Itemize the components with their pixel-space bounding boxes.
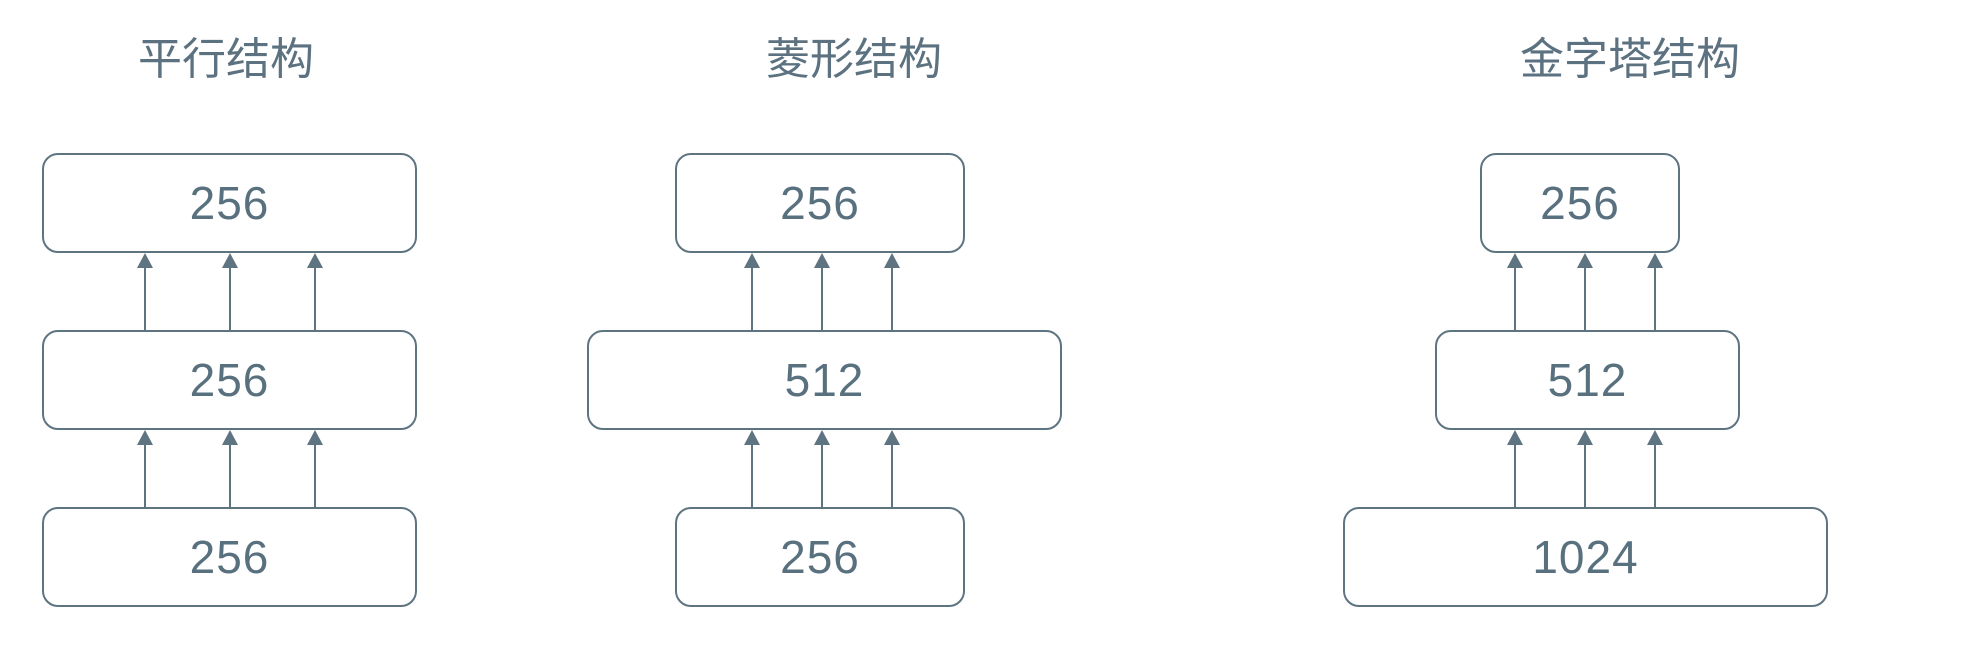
- arrow-shaft: [228, 445, 232, 507]
- arrow-shaft: [890, 268, 894, 330]
- up-arrow-icon: [1647, 430, 1663, 507]
- up-arrow-icon: [137, 430, 153, 507]
- layer-label: 256: [780, 531, 860, 583]
- arrow-shaft: [1513, 445, 1517, 507]
- arrow-head: [1577, 430, 1593, 445]
- up-arrow-icon: [744, 253, 760, 330]
- arrow-shaft: [820, 268, 824, 330]
- pyramid-layer-bottom: 1024: [1343, 507, 1828, 607]
- diamond-layer-top: 256: [675, 153, 965, 253]
- arrow-head: [222, 253, 238, 268]
- arrow-shaft: [1583, 268, 1587, 330]
- pyramid-layer-middle: 512: [1435, 330, 1740, 430]
- diagram-title-parallel: 平行结构: [138, 35, 314, 84]
- parallel-layer-bottom: 256: [42, 507, 417, 607]
- layer-label: 256: [189, 531, 270, 583]
- arrow-shaft: [750, 445, 754, 507]
- layer-label: 256: [189, 354, 270, 406]
- arrow-shaft: [1513, 268, 1517, 330]
- arrow-head: [814, 253, 830, 268]
- arrow-shaft: [1583, 445, 1587, 507]
- arrow-shaft: [750, 268, 754, 330]
- up-arrow-icon: [307, 430, 323, 507]
- arrow-head: [1577, 253, 1593, 268]
- up-arrow-icon: [1577, 430, 1593, 507]
- arrow-shaft: [143, 445, 147, 507]
- pyramid-layer-top: 256: [1480, 153, 1680, 253]
- up-arrow-icon: [1577, 253, 1593, 330]
- arrow-shaft: [1653, 445, 1657, 507]
- layer-label: 512: [1547, 354, 1628, 406]
- arrow-shaft: [143, 268, 147, 330]
- arrow-shaft: [820, 445, 824, 507]
- arrow-head: [884, 430, 900, 445]
- up-arrow-icon: [744, 430, 760, 507]
- arrow-shaft: [313, 268, 317, 330]
- arrow-head: [884, 253, 900, 268]
- parallel-layer-top: 256: [42, 153, 417, 253]
- layer-label: 256: [1540, 177, 1620, 229]
- diagram-title-pyramid: 金字塔结构: [1520, 35, 1740, 84]
- up-arrow-icon: [222, 430, 238, 507]
- up-arrow-icon: [884, 253, 900, 330]
- arrow-shaft: [1653, 268, 1657, 330]
- arrow-head: [307, 253, 323, 268]
- arrow-head: [1507, 253, 1523, 268]
- arrow-head: [1647, 430, 1663, 445]
- arrow-shaft: [890, 445, 894, 507]
- layer-label: 512: [784, 354, 865, 406]
- parallel-layer-middle: 256: [42, 330, 417, 430]
- up-arrow-icon: [814, 430, 830, 507]
- arrow-head: [137, 253, 153, 268]
- arrow-head: [222, 430, 238, 445]
- up-arrow-icon: [1647, 253, 1663, 330]
- diamond-layer-middle: 512: [587, 330, 1062, 430]
- arrow-head: [744, 430, 760, 445]
- diamond-layer-bottom: 256: [675, 507, 965, 607]
- up-arrow-icon: [137, 253, 153, 330]
- arrow-head: [744, 253, 760, 268]
- up-arrow-icon: [814, 253, 830, 330]
- up-arrow-icon: [884, 430, 900, 507]
- up-arrow-icon: [1507, 430, 1523, 507]
- layer-label: 256: [189, 177, 270, 229]
- up-arrow-icon: [222, 253, 238, 330]
- arrow-shaft: [313, 445, 317, 507]
- arrow-head: [1647, 253, 1663, 268]
- arrow-head: [137, 430, 153, 445]
- up-arrow-icon: [1507, 253, 1523, 330]
- arrow-head: [307, 430, 323, 445]
- layer-label: 1024: [1532, 531, 1639, 583]
- up-arrow-icon: [307, 253, 323, 330]
- arrow-shaft: [228, 268, 232, 330]
- arrow-head: [814, 430, 830, 445]
- layer-label: 256: [780, 177, 860, 229]
- diagram-title-diamond: 菱形结构: [766, 35, 942, 84]
- arrow-head: [1507, 430, 1523, 445]
